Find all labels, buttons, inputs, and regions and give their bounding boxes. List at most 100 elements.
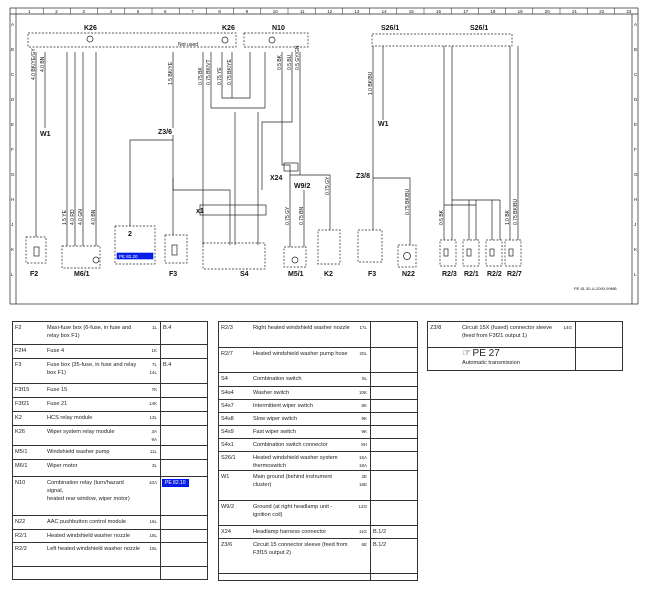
row-ref <box>160 411 208 426</box>
highlight-ref[interactable]: PE 82.20 <box>119 254 138 259</box>
row-code: S26/1 <box>218 451 251 471</box>
wire-label: 0.75 BK/YE <box>227 58 233 85</box>
row-code: F2 <box>12 321 45 345</box>
row-ref <box>370 321 418 348</box>
row-ref <box>370 438 418 452</box>
row-desc: Fast wiper switch <box>251 425 353 439</box>
label-f3: F3 <box>169 271 177 278</box>
row-grid: 14G <box>558 321 576 348</box>
row-code: X24 <box>218 525 251 539</box>
row-code: Z3/6 <box>218 538 251 574</box>
grid-row-label: E <box>11 122 14 127</box>
row-ref <box>160 425 208 446</box>
row-code: Z3/8 <box>427 321 460 348</box>
row-desc: Combination relay (turn/hazard signal, h… <box>45 476 143 516</box>
row-grid: 3L <box>143 459 161 477</box>
highlight-ref-box[interactable] <box>116 252 154 260</box>
row-desc: Heated windshield washer pump hose <box>251 347 353 373</box>
label-s4: S4 <box>240 271 249 278</box>
grid-row-label: C <box>634 72 638 77</box>
grid-column-label: 19 <box>518 9 524 14</box>
row-grid: 3A 9A <box>143 425 161 446</box>
grid-column-label: 6 <box>164 9 167 14</box>
row-desc: Headlamp harness connector <box>251 525 353 539</box>
table-row <box>12 566 208 580</box>
row-desc: Windshield washer pump <box>45 445 143 460</box>
grid-row-label: K <box>634 247 637 252</box>
row-ref <box>160 445 208 460</box>
row-desc: Washer switch <box>251 386 353 400</box>
row-code: S4s7 <box>218 399 251 413</box>
row-code: M5/1 <box>12 445 45 460</box>
row-code: F3 <box>12 358 45 384</box>
row-grid <box>353 573 371 581</box>
wire-label: 4.0 RD <box>70 209 76 225</box>
row-grid: 7L 14L <box>143 358 161 384</box>
label-f3: F3 <box>368 271 376 278</box>
row-ref <box>370 573 418 581</box>
grid-column-label: 7 <box>191 9 194 14</box>
pe-desc: Automatic transmission <box>462 360 520 366</box>
label-r2-3: R2/3 <box>442 271 457 278</box>
grid-row-label: H <box>11 197 14 202</box>
row-grid: 6E <box>353 538 371 574</box>
wire-label: 4.0 BN <box>40 56 46 72</box>
label-k26: K26 <box>222 25 235 32</box>
grid-column-label: 11 <box>300 9 305 14</box>
row-desc: Intermittent wiper switch <box>251 399 353 413</box>
row-grid: 8H <box>353 438 371 452</box>
grid-row-label: G <box>634 172 638 177</box>
label-n22: N22 <box>402 271 415 278</box>
wire-label: 1.0 BK <box>505 209 511 225</box>
row-grid: 2E 16E <box>353 470 371 501</box>
row-desc: Wiper motor <box>45 459 143 477</box>
label-n10: N10 <box>272 25 285 32</box>
row-ref <box>370 347 418 373</box>
row-desc: Fuse 21 <box>45 397 143 412</box>
row-code: N22 <box>12 515 45 530</box>
grid-column-label: 12 <box>327 9 333 14</box>
grid-column-label: 14 <box>382 9 388 14</box>
row-ref <box>370 425 418 439</box>
table-row: ☞ PE 27 Automatic transmission <box>427 347 623 371</box>
row-desc: Wiper system relay module <box>45 425 143 446</box>
row-ref <box>160 529 208 543</box>
row-desc: Combination switch connector <box>251 438 353 452</box>
label-s26-1: S26/1 <box>470 25 488 32</box>
reference-link[interactable]: PE 82.10 <box>162 479 189 487</box>
label-x1: x1 <box>196 208 204 215</box>
row-ref <box>370 386 418 400</box>
row-grid: 1L <box>143 321 161 345</box>
row-ref <box>575 321 623 348</box>
row-desc: Circuit 15X (fused) connector sleeve (fe… <box>460 321 558 348</box>
not-used-note: Not used <box>178 42 198 48</box>
wire-label: 1.5 YE <box>62 209 68 225</box>
row-grid: 11L <box>143 445 161 460</box>
grid-column-label: 15 <box>409 9 415 14</box>
row-desc: Heated windshield washer system thermosw… <box>251 451 353 471</box>
row-ref <box>370 372 418 387</box>
label-m6-1: M6/1 <box>74 271 90 278</box>
grid-column-label: 3 <box>82 9 85 14</box>
row-desc: Ground (at right headlamp unit - ignitio… <box>251 500 353 526</box>
pe-label[interactable]: PE 27 <box>472 348 500 359</box>
label-r2-7: R2/7 <box>507 271 522 278</box>
grid-column-label: 5 <box>137 9 140 14</box>
label-r2-1: R2/1 <box>464 271 479 278</box>
row-code: S4 <box>218 372 251 387</box>
row-desc <box>45 566 143 580</box>
